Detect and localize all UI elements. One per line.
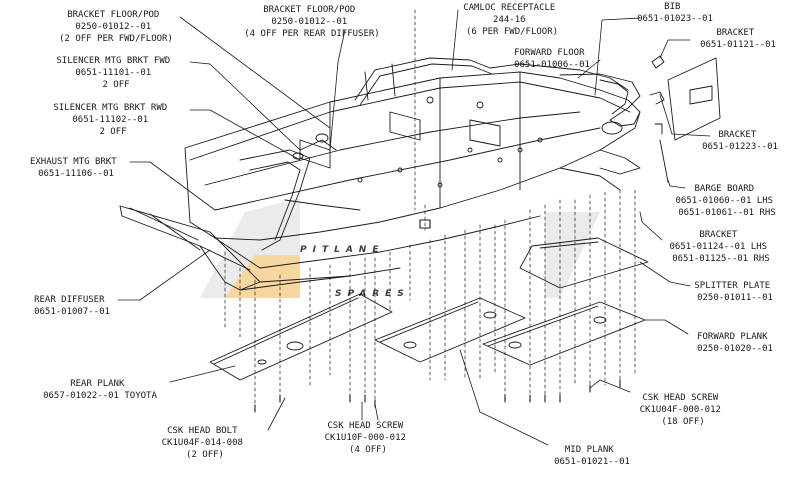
callout-bracket-side: BRACKET 0651-01223--01 <box>702 130 778 152</box>
floor-rim <box>354 57 641 135</box>
exhaust-tubes <box>239 133 361 251</box>
nose-fin <box>559 149 641 191</box>
callout-bracket-top: BRACKET 0651-01121--01 <box>700 28 776 50</box>
callout-forward-plank: FORWARD PLANK 0250-01020--01 <box>697 332 773 354</box>
splitter-plate-part <box>519 237 649 289</box>
watermark-line1: PITLANE <box>300 245 384 255</box>
callout-csk-head-screw-right: CSK HEAD SCREW CK1U04F-000-012 (18 OFF) <box>640 393 727 427</box>
callout-camloc-receptacle: CAMLOC RECEPTACLE 244-16 (6 PER FWD/FLOO… <box>463 3 561 37</box>
callout-mid-plank: MID PLANK 0651-01021--01 <box>554 445 630 467</box>
callout-labels: BRACKET FLOOR/POD 0250-01012--01 (2 OFF … <box>30 2 779 467</box>
small-brackets <box>649 55 665 135</box>
fastener-dash-lines <box>224 9 636 406</box>
leader-lines <box>117 9 711 446</box>
callout-bracket-floor-pod-rear: BRACKET FLOOR/POD 0250-01012--01 (4 OFF … <box>244 5 379 39</box>
barge-board-part <box>659 57 721 183</box>
callout-silencer-mtg-brkt-rwd: SILENCER MTG BRKT RWD 0651-11102--01 2 O… <box>53 103 172 137</box>
callout-exhaust-mtg-brkt: EXHAUST MTG BRKT 0651-11106--01 <box>30 157 122 179</box>
callout-csk-head-screw-mid: CSK HEAD SCREW CK1U10F-000-012 (4 OFF) <box>325 421 412 455</box>
mid-plank-part <box>374 297 526 363</box>
floor-assembly-drawing <box>117 9 721 446</box>
callout-csk-head-bolt: CSK HEAD BOLT CK1U04F-014-008 (2 OFF) <box>162 426 249 460</box>
callout-rear-plank: REAR PLANK 0657-01022--01 TOYOTA <box>43 379 157 401</box>
callout-bib: BIB 0651-01023--01 <box>637 2 713 24</box>
callout-forward-floor: FORWARD FLOOR 0651-01006--01 <box>514 48 590 70</box>
callout-rear-diffuser: REAR DIFFUSER 0651-01007--01 <box>34 295 110 317</box>
forward-floor-part <box>184 71 641 241</box>
callout-silencer-mtg-brkt-fwd: SILENCER MTG BRKT FWD 0651-11101--01 2 O… <box>56 56 175 90</box>
callout-barge-board: BARGE BOARD 0651-01060--01 LHS 0651-0106… <box>676 184 779 218</box>
watermark-line2: SPARES <box>335 289 410 299</box>
forward-plank-part <box>482 301 646 366</box>
callout-bracket-lower: BRACKET 0651-01124--01 LHS 0651-01125--0… <box>670 230 773 264</box>
watermark: PITLANE SPARES <box>200 198 600 299</box>
callout-bracket-floor-pod-fwd: BRACKET FLOOR/POD 0250-01012--01 (2 OFF … <box>59 10 173 44</box>
callout-splitter-plate: SPLITTER PLATE 0250-01011--01 <box>694 281 775 303</box>
screw-markers <box>254 219 621 413</box>
